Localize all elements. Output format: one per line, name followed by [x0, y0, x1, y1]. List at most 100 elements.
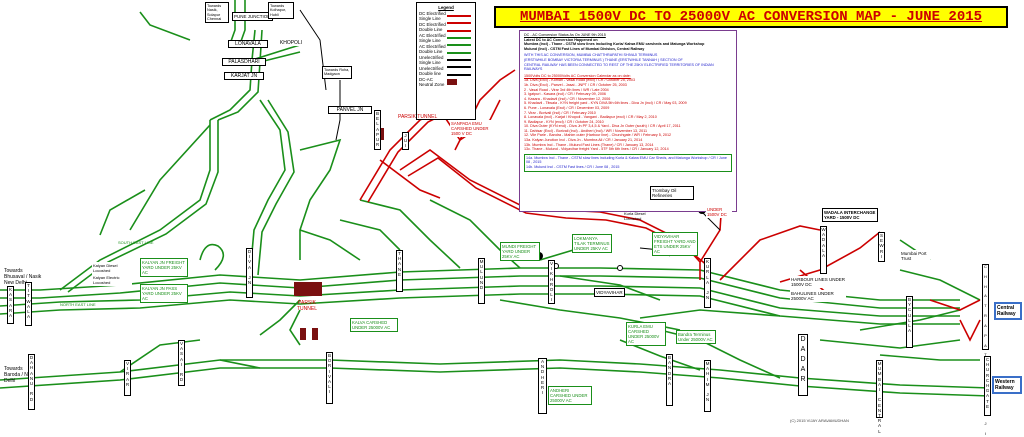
kurla-emu-carshed: KURLA EMU CARSHED UNDER 25000V AC — [626, 322, 666, 346]
info-line: 1a. Diva (Excl) - Koman - Vasai Road (ex… — [524, 78, 636, 83]
info-line: 8. Lonavala (incl) - Karjat / Khopoli - … — [524, 115, 657, 120]
info-line: 13a. Kalyan Junction Incl - Diva Jn - Mu… — [524, 138, 643, 143]
info-line: Mulund (Incl) - CSTM Fast Lines of Mumba… — [524, 46, 645, 51]
legend-item: AC Electrified Double Line — [419, 43, 473, 54]
legend-item-label: DC-AC Neutral Zone — [419, 76, 445, 87]
bandra-terminus: Bandra Terminus Under 25000V AC — [676, 330, 716, 344]
towards-baroda: Towards Baroda / New Delhi — [4, 366, 35, 384]
station-karjat: KARJAT JN — [224, 72, 264, 80]
legend-item: DC-AC Neutral Zone — [419, 76, 473, 87]
conversion-status-panel: DC - AC Conversion Status As On JUNE 9th… — [519, 30, 737, 212]
andheri-carshed: ANDHERI CARSHED UNDER 25000V AC — [548, 386, 592, 405]
legend-heading: Legend — [438, 5, 454, 10]
map-title: MUMBAI 1500V DC TO 25000V AC CONVERSION … — [494, 6, 1008, 28]
info-line: 1b. Diva (Excl) - Panvel - Jasai - JNPT … — [524, 82, 627, 87]
calendar-heading: 1500Volts DC to 25000Volts AC Conversion… — [524, 73, 631, 78]
legend-item-label: Unelectrified Double line — [419, 65, 444, 76]
station-lonavala: LONAVALA — [228, 40, 268, 48]
info-line: 12. Vile Parle - Bandra - Mahim outer (H… — [524, 133, 672, 138]
legend-item: AC Electrified Single Line — [419, 32, 473, 43]
kalyan-diesel-locoshed: Kalyan Diesel Locoshed — [92, 262, 132, 275]
info-line: 14b. Mulund Incl - CSTM Fast lines / CR … — [526, 165, 620, 170]
central-railway-terminus: Central Railway — [994, 302, 1022, 320]
info-line: 5. Khadavli - Titwala - KYN freight yard… — [524, 101, 687, 106]
trombay-refineries: Trombay Oil Refineries — [650, 186, 694, 201]
south-east-line-label: SOUTH EAST LINE — [118, 240, 154, 245]
legend-item: Unelectrified Double line — [419, 65, 473, 76]
bahulines-label: BAHULINES UNDER 25000V AC — [790, 290, 846, 303]
vidyavihar-freight-yard: VIDYAVIHAR FREIGHT YARD AND ETS UNDER 25… — [652, 232, 698, 256]
towards-bhusaval: Towards Bhusaval / Nasik New Delhi — [4, 268, 42, 286]
info-line: Latest DC to AC Conversion Happened on — [524, 37, 598, 42]
station-khopoli: KHOPOLI — [276, 40, 306, 46]
info-line: 7. Virar - Borivali (Incl) / CR / Februa… — [524, 110, 596, 115]
legend-item-label: DC Electrified Double Line — [419, 21, 446, 32]
sanpada-carshed: SANPADA EMU CARSHED UNDER 1500 V DC — [450, 120, 496, 137]
info-line: 9. Badlapur - KYN (excl) / CR / October … — [524, 119, 604, 124]
legend-item-label: AC Electrified Single Line — [419, 32, 446, 43]
parsik-tunnel-bottom: PARSIK TUNNEL — [296, 300, 317, 312]
info-line: (ERSTWHILE BOMBAY VICTORIA TERMINUS ) TH… — [524, 57, 683, 62]
legend-item: Unelectrified Single Line — [419, 54, 473, 65]
station-panvel: PANVEL JN — [328, 106, 372, 114]
legend-item: DC Electrified Single Line — [419, 10, 473, 21]
western-railway-terminus: Western Railway — [992, 376, 1022, 394]
legend-item-label: AC Electrified Double Line — [419, 43, 446, 54]
north-east-line-label: NORTH EAST LINE — [60, 302, 96, 307]
legend-item-swatch — [447, 78, 457, 85]
kalyan-pass-yard: KALYAN JN PASS YARD UNDER 25KV AC — [140, 284, 188, 303]
legend-item-label: DC Electrified Single Line — [419, 10, 446, 21]
info-line: 2 . Vasai Road - Virar 3rd 4th lines / W… — [524, 87, 609, 92]
latest-conversion: 14a. Mumbra Incl - Thane - CSTM slow lin… — [524, 153, 732, 172]
legend-item-swatch — [447, 65, 471, 76]
legend-item-swatch — [447, 36, 471, 39]
kalyan-freight-yard: KALYAN JN FREIGHT YARD UNDER 25KV AC — [140, 258, 188, 277]
mumbai-port-trust: Mumbai Port Trust — [900, 250, 930, 263]
info-line: 11. Dahisar (Excl) - Borivali (Incl) - A… — [524, 128, 648, 133]
lokmanya-tilak-terminus: LOKMANYA TILAK TERMINUS UNDER 25KV AC — [572, 234, 612, 253]
legend-item-swatch — [447, 21, 471, 32]
credit: (C) 2015 VIJAY ARAVAMUDHAN — [790, 418, 849, 423]
kalva-carshed: KALVA CARSHED UNDER 25000V AC — [350, 318, 398, 332]
info-line: 14a. Mumbra Incl - Thane - CSTM slow lin… — [526, 155, 727, 165]
kurla-diesel-locoshed: Kurla Diesel Locoshed — [624, 211, 646, 221]
wadala-interchange-box: WADALA INTERCHANGE YARD - 1500V DC — [822, 208, 878, 222]
legend-item-swatch — [447, 14, 471, 17]
towards-kolhapur-label: Towards Kolhapur, Hubli — [268, 2, 294, 19]
info-line: 10. Diva Outer (KYN end) - Diva Jn PF 3,… — [524, 124, 681, 129]
info-heading: DC - AC Conversion Status As On JUNE 9th… — [524, 33, 606, 37]
station-cstm: C H H A T R A P A T I S H I V A J I — [982, 264, 989, 436]
neutral-zones — [294, 128, 384, 340]
info-line: 13c. Thane - Mulund - Vidyavihar freight… — [524, 147, 669, 152]
info-line: 13b. Mumbra Incl - Thane - Mulund Fast L… — [524, 142, 654, 147]
parsik-tunnel-top: PARSIK TUNNEL — [398, 114, 438, 120]
kalyan-electric-locoshed: Kalyan Electric Locoshed — [92, 274, 132, 287]
under-1500v-label: UNDER 1500V DC — [706, 206, 732, 218]
info-line: 3. Igatpuri - Kasara (incl) / CR / Febru… — [524, 92, 606, 97]
info-line: Mumbra (Incl) - Thane - CSTM slow lines … — [524, 42, 705, 47]
info-note: WITH THIS AC CONVERSION, MUMBAI CHATTHRA… — [524, 53, 732, 71]
legend-item: DC Electrified Double Line — [419, 21, 473, 32]
towards-roha-label: Towards Roha, Madgaon — [322, 66, 352, 79]
